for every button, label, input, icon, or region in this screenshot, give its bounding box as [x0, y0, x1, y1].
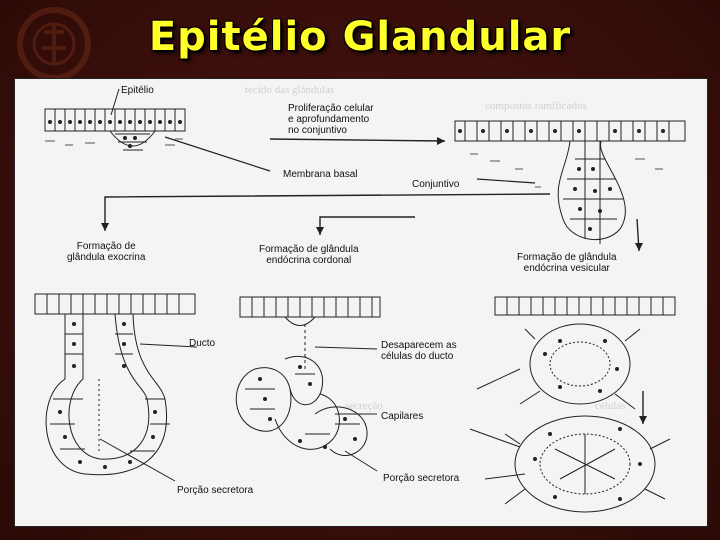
svg-text:células: células	[595, 400, 626, 412]
top-epithelium	[44, 108, 186, 151]
gland-diagram-drawing: tecido das glândulas compostos ramificad…	[34, 84, 686, 513]
label-proliferacao: Proliferação celular e aprofundamento no…	[288, 103, 374, 136]
svg-text:compostos ramificados: compostos ramificados	[485, 100, 587, 112]
label-porcao-secretora-left: Porção secretora	[177, 485, 254, 496]
slide-title: Epitélio Glandular	[148, 14, 572, 60]
vesicular-endocrine-gland	[494, 296, 676, 513]
label-glandula-exocrina: Formação de glândula exocrina	[67, 241, 146, 263]
label-conjuntivo: Conjuntivo	[412, 179, 460, 190]
label-ducto: Ducto	[189, 338, 216, 349]
exocrine-gland	[34, 293, 196, 476]
proliferating-bud	[454, 120, 686, 244]
label-membrana-basal: Membrana basal	[283, 169, 358, 180]
label-glandula-vesicular: Formação de glândula endócrina vesicular	[517, 252, 617, 274]
label-capilares: Capilares	[381, 411, 424, 422]
print-through-text: tecido das glândulas compostos ramificad…	[245, 84, 626, 412]
svg-text:tecido das glândulas: tecido das glândulas	[245, 84, 334, 96]
label-porcao-secretora-right: Porção secretora	[383, 473, 460, 484]
svg-text:secreção: secreção	[345, 400, 383, 412]
label-epitelio: Epitélio	[121, 85, 154, 96]
cordonal-endocrine-gland	[235, 296, 381, 456]
label-glandula-cordonal: Formação de glândula endócrina cordonal	[259, 244, 359, 266]
gland-diagram: tecido das glândulas compostos ramificad…	[14, 78, 708, 527]
label-desaparecem: Desaparecem as células do ducto	[381, 340, 457, 362]
